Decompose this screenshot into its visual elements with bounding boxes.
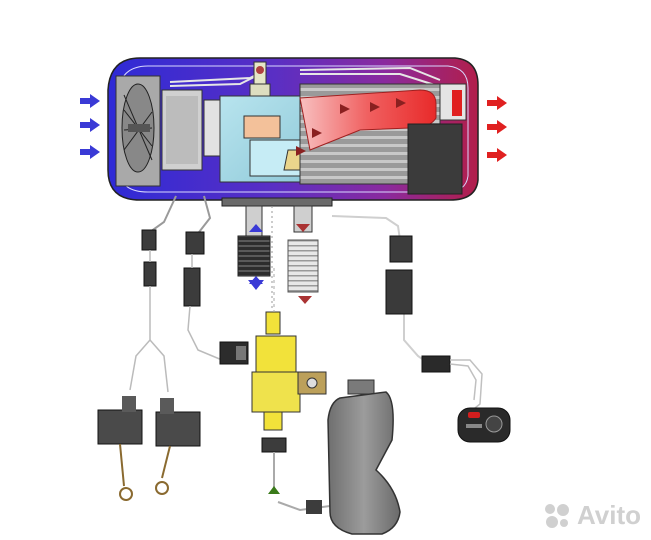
outlet-arrow — [487, 96, 507, 110]
pump-connector — [219, 341, 249, 365]
fuse-holder-left — [97, 396, 143, 445]
exhaust-pipe — [287, 205, 319, 304]
fuel-line — [261, 268, 331, 514]
outlet-air-arrows — [487, 96, 507, 162]
inlet-arrow — [80, 118, 100, 132]
avito-logo-icon — [545, 503, 569, 528]
control-connectors — [385, 235, 451, 373]
harness-wires — [129, 250, 223, 393]
heat-exchanger — [299, 83, 467, 195]
control-panel — [457, 407, 511, 443]
fuel-tank — [327, 379, 401, 535]
watermark-text: Avito — [577, 500, 642, 530]
blower-fan — [115, 75, 161, 187]
control-harness — [331, 215, 433, 367]
inlet-arrow — [80, 145, 100, 159]
avito-watermark: Avito — [543, 500, 641, 531]
combustion-air-intake — [237, 205, 271, 290]
mounting-plate — [221, 197, 333, 207]
fuel-pump — [251, 311, 327, 431]
power-harness — [149, 195, 212, 237]
harness-connectors — [141, 229, 205, 307]
outlet-arrow — [487, 120, 507, 134]
ring-terminals — [119, 443, 171, 501]
internal-flow-arrows — [296, 98, 406, 156]
combustion-chamber — [219, 95, 311, 183]
inlet-air-arrows — [80, 94, 100, 159]
outlet-arrow — [487, 148, 507, 162]
controller-cable — [449, 359, 483, 413]
inlet-arrow — [80, 94, 100, 108]
fuse-holder-right — [155, 398, 201, 447]
